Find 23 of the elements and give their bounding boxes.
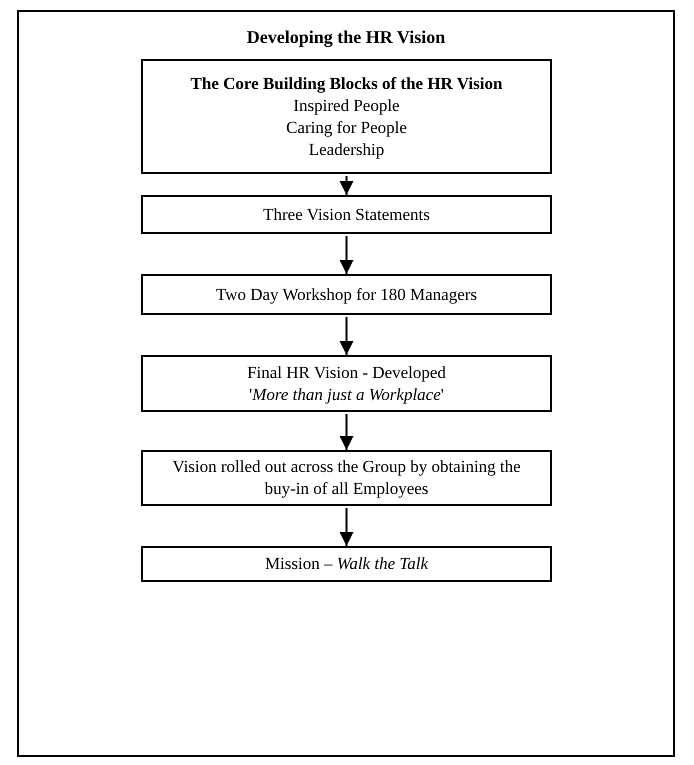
arrow (340, 317, 354, 355)
arrow (340, 236, 354, 274)
process-box (141, 274, 552, 315)
arrow (340, 508, 354, 546)
box-text: Caring for People (286, 116, 407, 138)
box-text: Leadership (308, 138, 384, 160)
process-box (141, 59, 552, 174)
panel-heading: Developing the HR Vision (246, 26, 446, 49)
box-text: Mission – Walk the Talk (264, 553, 428, 575)
frame-panel (17, 10, 675, 757)
process-box (141, 546, 552, 582)
box-text: Final HR Vision - Developed (247, 362, 446, 384)
box-text: Vision rolled out across the Group by obtaining the buy-in of all Employees (171, 456, 522, 500)
box-text: The Core Building Blocks of the HR Vision (190, 72, 502, 94)
box-text: 'More than just a Workplace' (249, 384, 444, 406)
arrow (340, 176, 354, 195)
box-text: Three Vision Statements (263, 204, 430, 226)
arrow (340, 414, 354, 450)
process-box (141, 355, 552, 412)
box-text: Inspired People (293, 94, 400, 116)
box-text: Two Day Workshop for 180 Managers (216, 284, 478, 306)
process-box (141, 450, 552, 506)
process-box (141, 195, 552, 234)
